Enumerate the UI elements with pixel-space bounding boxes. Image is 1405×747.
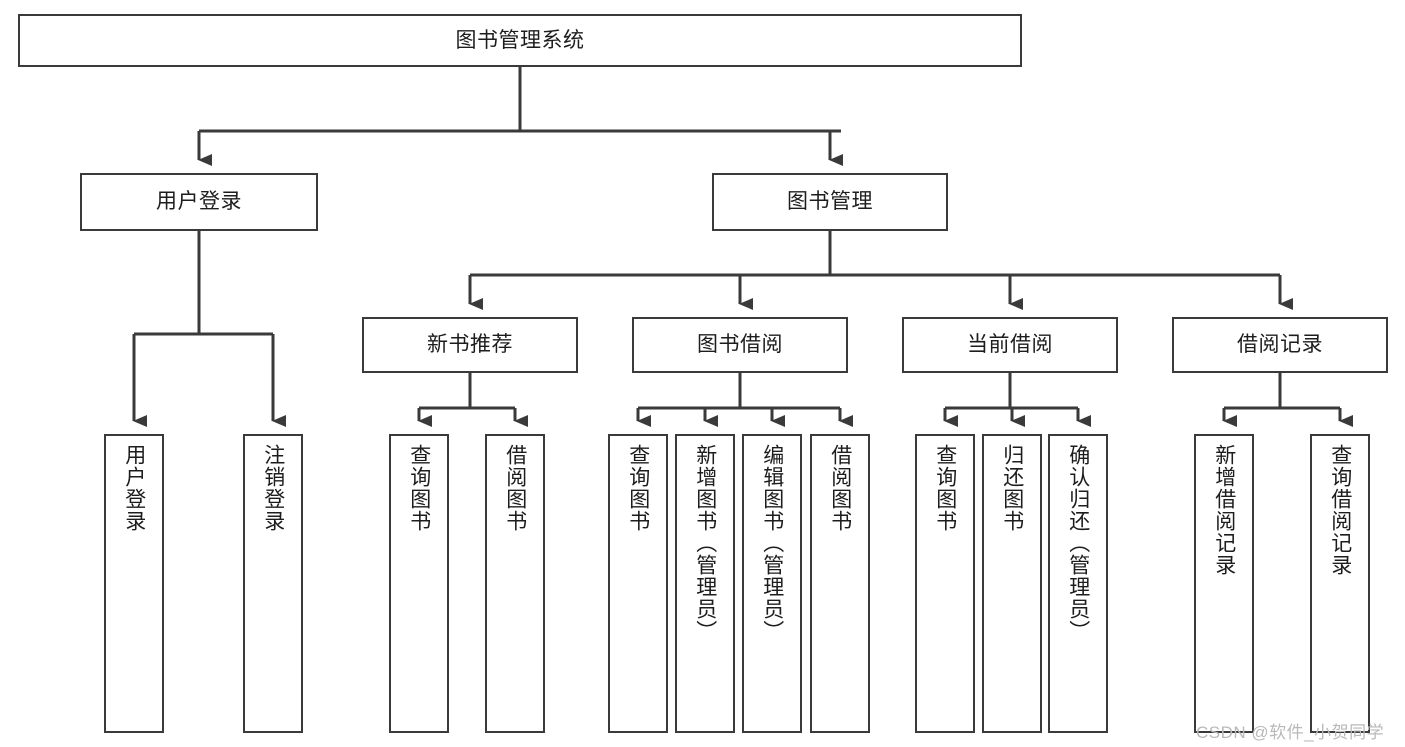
node-leaf-query-books-borrow[interactable]: 查询图书 [608,434,668,733]
node-book-borrow[interactable]: 图书借阅 [632,317,848,373]
node-leaf-user-login[interactable]: 用户登录 [104,434,164,733]
node-leaf-query-borrow-record-label: 查询借阅记录 [1328,444,1352,576]
node-leaf-borrow-books-recommend[interactable]: 借阅图书 [485,434,545,733]
node-leaf-edit-book-admin[interactable]: 编辑图书（管理员） [742,434,802,733]
node-borrow-records-label: 借阅记录 [1237,333,1323,357]
node-new-book-recommend[interactable]: 新书推荐 [362,317,578,373]
node-current-borrow[interactable]: 当前借阅 [902,317,1118,373]
node-book-management[interactable]: 图书管理 [712,173,948,231]
node-current-borrow-label: 当前借阅 [967,333,1053,357]
node-book-borrow-label: 图书借阅 [697,333,783,357]
node-new-book-recommend-label: 新书推荐 [427,333,513,357]
node-leaf-add-book-admin-label: 新增图书（管理员） [693,444,717,642]
node-user-login-label: 用户登录 [156,190,242,214]
node-leaf-user-login-label: 用户登录 [122,444,146,532]
csdn-watermark: CSDN @软件_小贺同学 [1196,723,1385,742]
node-leaf-add-borrow-record-label: 新增借阅记录 [1212,444,1236,576]
node-leaf-query-books-current-label: 查询图书 [933,444,957,532]
node-leaf-borrow-books-recommend-label: 借阅图书 [503,444,527,532]
node-leaf-query-books-recommend[interactable]: 查询图书 [389,434,449,733]
node-leaf-query-borrow-record[interactable]: 查询借阅记录 [1310,434,1370,733]
node-leaf-logout[interactable]: 注销登录 [243,434,303,733]
node-leaf-add-borrow-record[interactable]: 新增借阅记录 [1194,434,1254,733]
node-borrow-records[interactable]: 借阅记录 [1172,317,1388,373]
node-leaf-confirm-return-admin[interactable]: 确认归还（管理员） [1048,434,1108,733]
node-leaf-add-book-admin[interactable]: 新增图书（管理员） [675,434,735,733]
node-leaf-query-books-current[interactable]: 查询图书 [915,434,975,733]
node-leaf-query-books-borrow-label: 查询图书 [626,444,650,532]
node-root[interactable]: 图书管理系统 [18,14,1022,67]
node-leaf-return-books[interactable]: 归还图书 [982,434,1042,733]
node-leaf-query-books-recommend-label: 查询图书 [407,444,431,532]
node-leaf-borrow-books-label: 借阅图书 [828,444,852,532]
node-leaf-return-books-label: 归还图书 [1000,444,1024,532]
node-leaf-logout-label: 注销登录 [261,444,285,532]
node-user-login[interactable]: 用户登录 [80,173,318,231]
node-leaf-confirm-return-admin-label: 确认归还（管理员） [1066,444,1090,642]
node-root-label: 图书管理系统 [455,28,585,52]
node-leaf-edit-book-admin-label: 编辑图书（管理员） [760,444,784,642]
node-book-management-label: 图书管理 [787,190,873,214]
node-leaf-borrow-books[interactable]: 借阅图书 [810,434,870,733]
